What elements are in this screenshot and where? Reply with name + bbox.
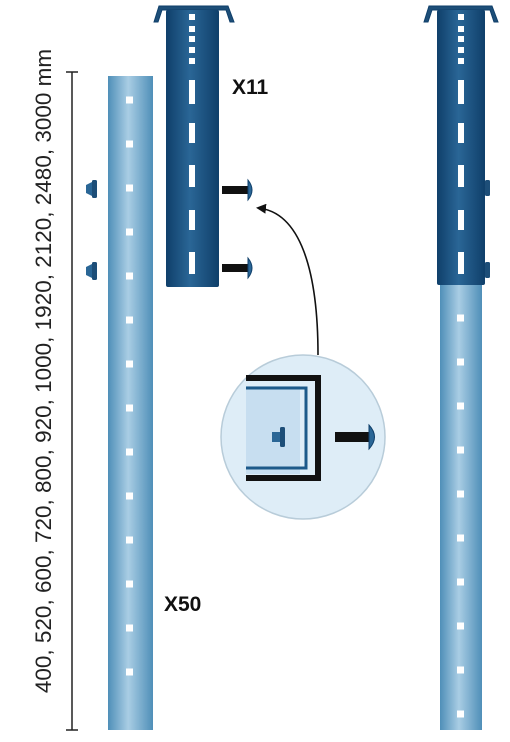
perforation-hole: [126, 228, 133, 236]
perforation-hole: [457, 358, 464, 366]
slot-hole: [189, 80, 195, 104]
nut-icon: [485, 262, 490, 278]
slot-hole: [458, 252, 464, 274]
nut-icon: [272, 427, 285, 447]
perforation-hole: [126, 316, 133, 324]
perforation-hole: [126, 404, 133, 412]
perforation-hole: [126, 624, 133, 632]
slot-hole: [189, 252, 195, 274]
perforation-hole: [126, 536, 133, 544]
perforation-hole: [126, 272, 133, 280]
slot-hole: [189, 210, 195, 230]
connector-slots: [189, 14, 195, 274]
perforation-hole: [126, 668, 133, 676]
upright-quantity-label: X50: [164, 593, 202, 616]
perforation-hole: [126, 140, 133, 148]
slot-hole: [189, 165, 195, 187]
slot-hole: [458, 210, 464, 230]
perforation-hole: [189, 47, 195, 53]
length-dimension-line: [66, 71, 78, 731]
slot-hole: [458, 123, 464, 143]
slot-hole: [458, 80, 464, 104]
perforation-hole: [457, 622, 464, 630]
perforation-hole: [189, 14, 195, 20]
perforation-hole: [126, 184, 133, 192]
perforation-hole: [189, 58, 195, 64]
perforation-hole: [457, 446, 464, 454]
perforation-hole: [458, 26, 464, 32]
perforation-hole: [126, 580, 133, 588]
perforation-hole: [457, 710, 464, 718]
detail-magnifier: [220, 354, 386, 520]
perforation-hole: [457, 402, 464, 410]
perforation-hole: [126, 360, 133, 368]
bolt-icon: [222, 178, 253, 202]
perforation-hole: [126, 492, 133, 500]
perforation-hole: [458, 14, 464, 20]
perforation-hole: [457, 666, 464, 674]
perforation-hole: [457, 490, 464, 498]
curved-arrow: [256, 203, 319, 356]
slot-hole: [189, 123, 195, 143]
upright-holes: [457, 14, 464, 718]
bolt-icon: [335, 423, 375, 451]
perforation-hole: [457, 578, 464, 586]
perforation-hole: [458, 47, 464, 53]
perforation-hole: [457, 314, 464, 322]
perforation-hole: [126, 96, 133, 104]
perforation-hole: [458, 58, 464, 64]
channel-connector: [153, 5, 235, 287]
slot-hole: [458, 165, 464, 187]
nut-icon: [485, 180, 490, 196]
perforation-hole: [457, 534, 464, 542]
perforated-upright-left: [108, 76, 153, 730]
connector-quantity-label: X11: [232, 76, 269, 99]
perforation-hole: [189, 26, 195, 32]
perforation-hole: [126, 448, 133, 456]
assembled-upright-right: [423, 5, 499, 730]
nut-icon: [86, 180, 97, 198]
bolt-icon: [222, 256, 253, 280]
upright-holes: [126, 96, 133, 676]
perforation-hole: [189, 36, 195, 42]
perforation-hole: [458, 36, 464, 42]
nut-icon: [86, 262, 97, 280]
